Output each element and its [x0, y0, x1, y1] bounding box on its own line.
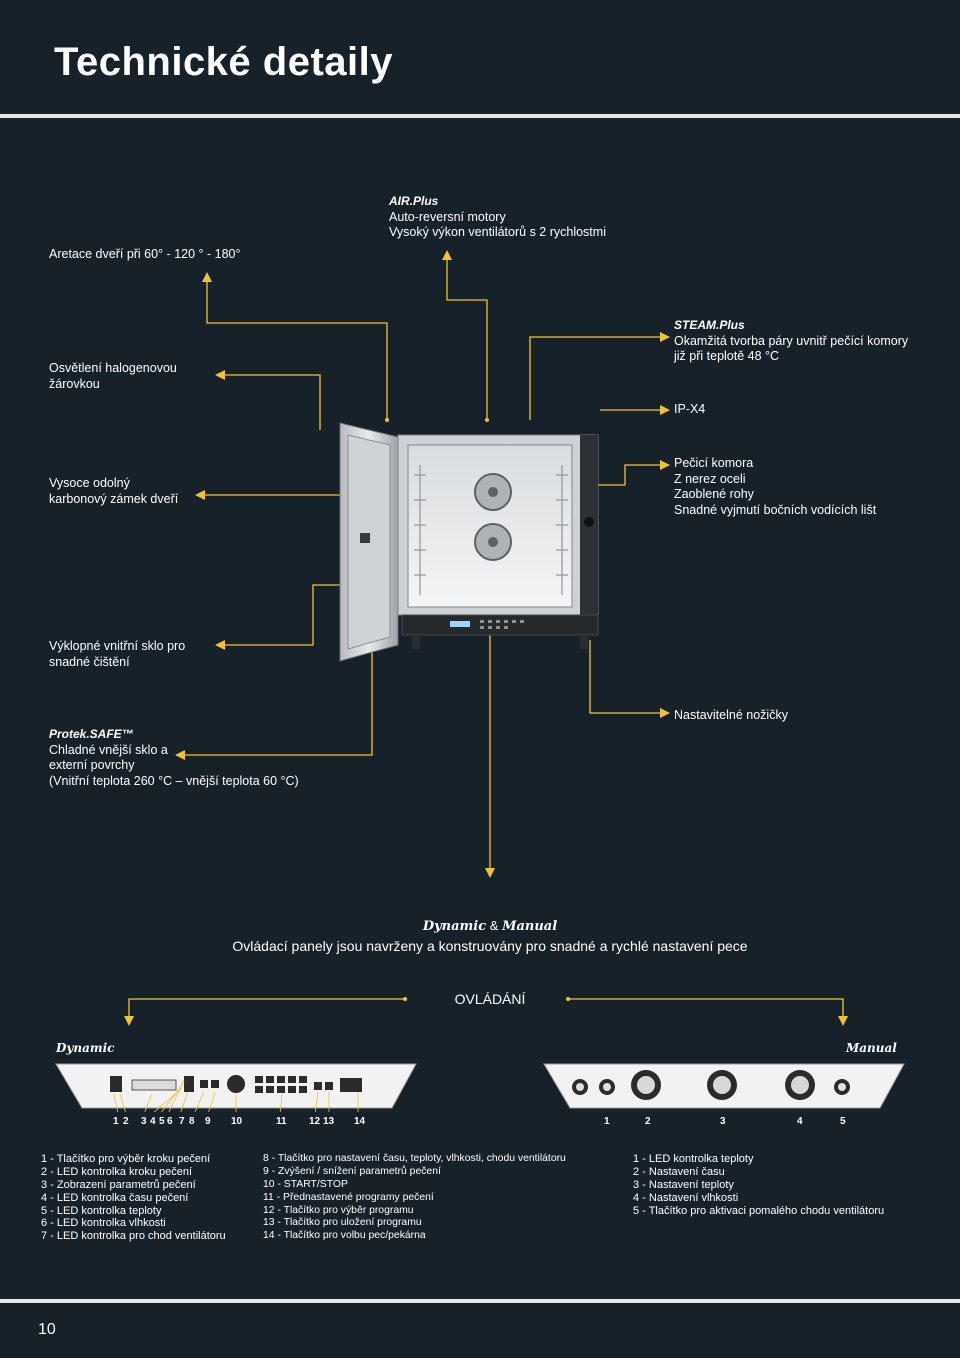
legend-item: 10 - START/STOP — [263, 1178, 348, 1190]
legend-item: 4 - Nastavení vlhkosti — [633, 1191, 739, 1204]
dynamic-script: Dynamic — [422, 919, 487, 934]
legend-item: 9 - Zvýšení / snížení parametrů pečení — [263, 1165, 441, 1177]
legend-item: 5 - Tlačítko pro aktivaci pomalého chodu… — [633, 1204, 885, 1217]
dynamic-number: 12 — [309, 1116, 321, 1127]
dynamic-number: 2 — [123, 1116, 129, 1127]
legend-item: 1 - Tlačítko pro výběr kroku pečení — [41, 1153, 211, 1165]
airplus-line: Vysoký výkon ventilátorů s 2 rychlostmi — [389, 225, 606, 239]
airplus-line: Auto-reversní motory — [389, 209, 506, 224]
manual-number: 4 — [797, 1116, 803, 1127]
legend-item: 2 - LED kontrolka kroku pečení — [41, 1165, 193, 1178]
steamplus-brand: STEAM.Plus — [674, 318, 745, 332]
dynamic-number: 13 — [323, 1116, 335, 1127]
legend-item: 1 - LED kontrolka teploty — [633, 1153, 754, 1165]
legend-manual: 1 - LED kontrolka teploty 2 - Nastavení … — [633, 1153, 884, 1217]
manual-script: Manual — [502, 919, 558, 934]
chamber-line: Snadné vyjmutí bočních vodících lišt — [674, 502, 877, 517]
dynamic-number: 8 — [189, 1116, 195, 1127]
lock-line: Vysoce odolný — [49, 476, 130, 490]
airplus-callout: AIR.Plus Auto-reversní motory Vysoký výk… — [389, 194, 606, 241]
chamber-line: Z nerez oceli — [674, 471, 746, 486]
legs-label: Nastavitelné nožičky — [674, 708, 788, 722]
glass-callout: Výklopné vnitřní sklo pro snadné čištění — [49, 639, 185, 670]
legend-item: 3 - Zobrazení parametrů pečení — [41, 1178, 196, 1191]
dynamic-number: 6 — [167, 1116, 173, 1127]
glass-line: Výklopné vnitřní sklo pro — [49, 639, 186, 653]
steamplus-line: již při teplotě 48 °C — [674, 349, 780, 363]
amp: & — [489, 918, 499, 933]
dynamic-number: 10 — [231, 1116, 243, 1127]
top-rule — [0, 114, 960, 118]
chamber-line: Pečicí komora — [674, 456, 754, 470]
legend-item: 14 - Tlačítko pro volbu pec/pekárna — [263, 1230, 426, 1242]
page-number: 10 — [38, 1321, 56, 1338]
steamplus-line: Okamžitá tvorba páry uvnitř pečící komor… — [674, 333, 909, 348]
lock-line: karbonový zámek dveří — [49, 491, 179, 506]
ipx4-label: IP-X4 — [674, 402, 706, 416]
protek-line: (Vnitřní teplota 260 °C – vnější teplota… — [49, 773, 299, 788]
page-title: Technické detaily — [54, 40, 394, 84]
halogen-line: Osvětlení halogenovou — [49, 361, 177, 375]
manual-panel — [543, 1063, 905, 1109]
dynamic-number: 5 — [159, 1116, 165, 1127]
manual-number: 3 — [720, 1116, 726, 1127]
chamber-line: Zaoblené rohy — [674, 487, 754, 501]
legend-item: 13 - Tlačítko pro uložení programu — [263, 1217, 422, 1229]
dynamic-number: 1 — [113, 1116, 119, 1127]
legend-item: 3 - Nastavení teploty — [633, 1178, 734, 1191]
controls-heading: OVLÁDÁNÍ — [454, 991, 526, 1007]
dynamic-number: 3 — [141, 1116, 147, 1127]
dynamic-number: 4 — [150, 1116, 156, 1127]
dynamic-number: 11 — [276, 1116, 287, 1127]
chamber-callout: Pečicí komora Z nerez oceli Zaoblené roh… — [674, 456, 876, 518]
protek-line: externí povrchy — [49, 758, 135, 772]
protek-callout: Protek.SAFE™ Chladné vnější sklo a exter… — [49, 727, 299, 789]
dynamic-panel — [55, 1063, 417, 1112]
protek-line: Chladné vnější sklo a — [49, 742, 168, 757]
legend-item: 2 - Nastavení času — [633, 1165, 725, 1178]
legend-item: 8 - Tlačítko pro nastavení času, teploty… — [263, 1153, 566, 1164]
legend-item: 12 - Tlačítko pro výběr programu — [263, 1204, 414, 1216]
dynamic-number: 7 — [179, 1116, 185, 1127]
halogen-callout: Osvětlení halogenovou žárovkou — [49, 361, 177, 392]
oven-illustration — [339, 422, 599, 662]
manual-label: Manual — [846, 1041, 897, 1055]
glass-line: snadné čištění — [49, 654, 130, 669]
manual-number: 1 — [604, 1116, 610, 1127]
legend-item: 11 - Přednastavené programy pečení — [263, 1191, 434, 1203]
manual-number: 5 — [840, 1116, 846, 1127]
legend-dynamic-a: 1 - Tlačítko pro výběr kroku pečení 2 - … — [41, 1153, 226, 1243]
halogen-line: žárovkou — [49, 376, 100, 391]
legend-item: 6 - LED kontrolka vlhkosti — [41, 1217, 166, 1230]
manual-number: 2 — [645, 1116, 651, 1127]
lock-callout: Vysoce odolný karbonový zámek dveří — [49, 476, 178, 507]
protek-brand: Protek.SAFE™ — [49, 727, 134, 741]
legend-item: 7 - LED kontrolka pro chod ventilátoru — [41, 1230, 226, 1243]
airplus-brand: AIR.Plus — [389, 194, 439, 208]
dynamic-number: 9 — [205, 1116, 211, 1127]
door-stops-label: Aretace dveří při 60° - 120 ° - 180° — [49, 247, 241, 261]
legend-item: 4 - LED kontrolka času pečení — [41, 1191, 189, 1204]
dynamic-number: 14 — [354, 1116, 366, 1127]
dynamic-label: Dynamic — [56, 1041, 115, 1055]
steamplus-callout: STEAM.Plus Okamžitá tvorba páry uvnitř p… — [674, 318, 908, 365]
legend-dynamic-b: 8 - Tlačítko pro nastavení času, teploty… — [263, 1153, 566, 1243]
bottom-rule — [0, 1299, 960, 1303]
legend-item: 5 - LED kontrolka teploty — [41, 1204, 162, 1217]
panels-subtitle: Ovládací panely jsou navrženy a konstruo… — [232, 938, 748, 954]
panels-heading: Dynamic & Manual — [0, 918, 960, 934]
